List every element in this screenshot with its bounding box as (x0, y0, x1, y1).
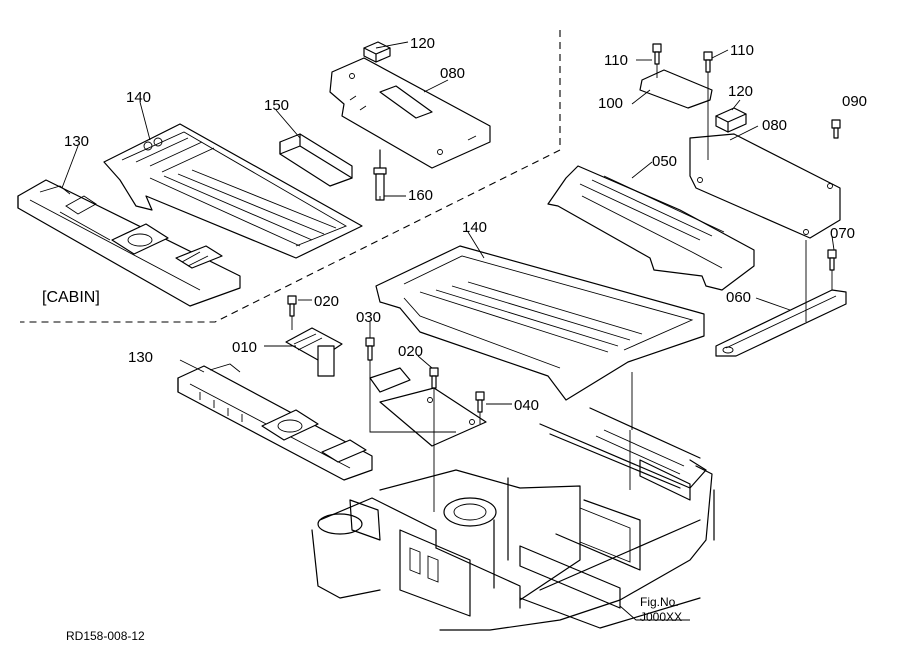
part-040-bolt (475, 391, 485, 413)
part-150-block (279, 133, 353, 187)
part-110-bolt-a (652, 43, 662, 65)
label-050: 050 (652, 153, 677, 170)
part-130-cabin-cover (17, 179, 241, 307)
label-120-cabin: 120 (410, 35, 435, 52)
label-020-a: 020 (314, 293, 339, 310)
label-160: 160 (408, 187, 433, 204)
label-150: 150 (264, 97, 289, 114)
label-140-cabin: 140 (126, 89, 151, 106)
label-080: 080 (762, 117, 787, 134)
label-010: 010 (232, 339, 257, 356)
label-110-a: 110 (604, 52, 628, 69)
part-020-bolt-a (287, 295, 297, 317)
part-070-bolt (827, 249, 837, 271)
part-090-bolt (831, 119, 841, 139)
label-090: 090 (842, 93, 867, 110)
fig-no-label: Fig.No. (640, 595, 679, 609)
part-080-cabin-plate (329, 57, 491, 169)
drawing-code: RD158-008-12 (66, 629, 145, 643)
label-030: 030 (356, 309, 381, 326)
machine-frame (311, 407, 715, 631)
part-080-plate (689, 133, 841, 239)
label-100: 100 (598, 95, 623, 112)
fig-no-value: J000XX (640, 610, 682, 624)
part-010-bracket (285, 327, 343, 377)
label-070: 070 (830, 225, 855, 242)
label-130: 130 (128, 349, 153, 366)
part-030-bolt (365, 337, 375, 361)
label-110-b: 110 (730, 42, 754, 59)
label-020-b: 020 (398, 343, 423, 360)
part-120-pad (715, 107, 747, 133)
label-140: 140 (462, 219, 487, 236)
part-130-cover (177, 363, 373, 481)
cabin-group-boundary (20, 30, 561, 323)
leader-lines (61, 41, 835, 621)
label-120: 120 (728, 83, 753, 100)
part-050-floor-mat (547, 165, 755, 291)
part-160-pin (373, 149, 387, 201)
label-080-cabin: 080 (440, 65, 465, 82)
part-140-floor-mat (375, 245, 705, 401)
part-100-cover-plate (639, 69, 713, 109)
explode-lines (291, 64, 833, 512)
label-cabin: [CABIN] (42, 289, 100, 306)
part-140-cabin-floor-mat (103, 123, 363, 259)
label-060: 060 (726, 289, 751, 306)
label-130-cabin: 130 (64, 133, 89, 150)
support-plate (369, 367, 487, 447)
part-110-bolt-b (703, 51, 713, 73)
part-020-bolt-b (429, 367, 439, 389)
label-040: 040 (514, 397, 539, 414)
part-120-cabin-pad (363, 41, 391, 63)
